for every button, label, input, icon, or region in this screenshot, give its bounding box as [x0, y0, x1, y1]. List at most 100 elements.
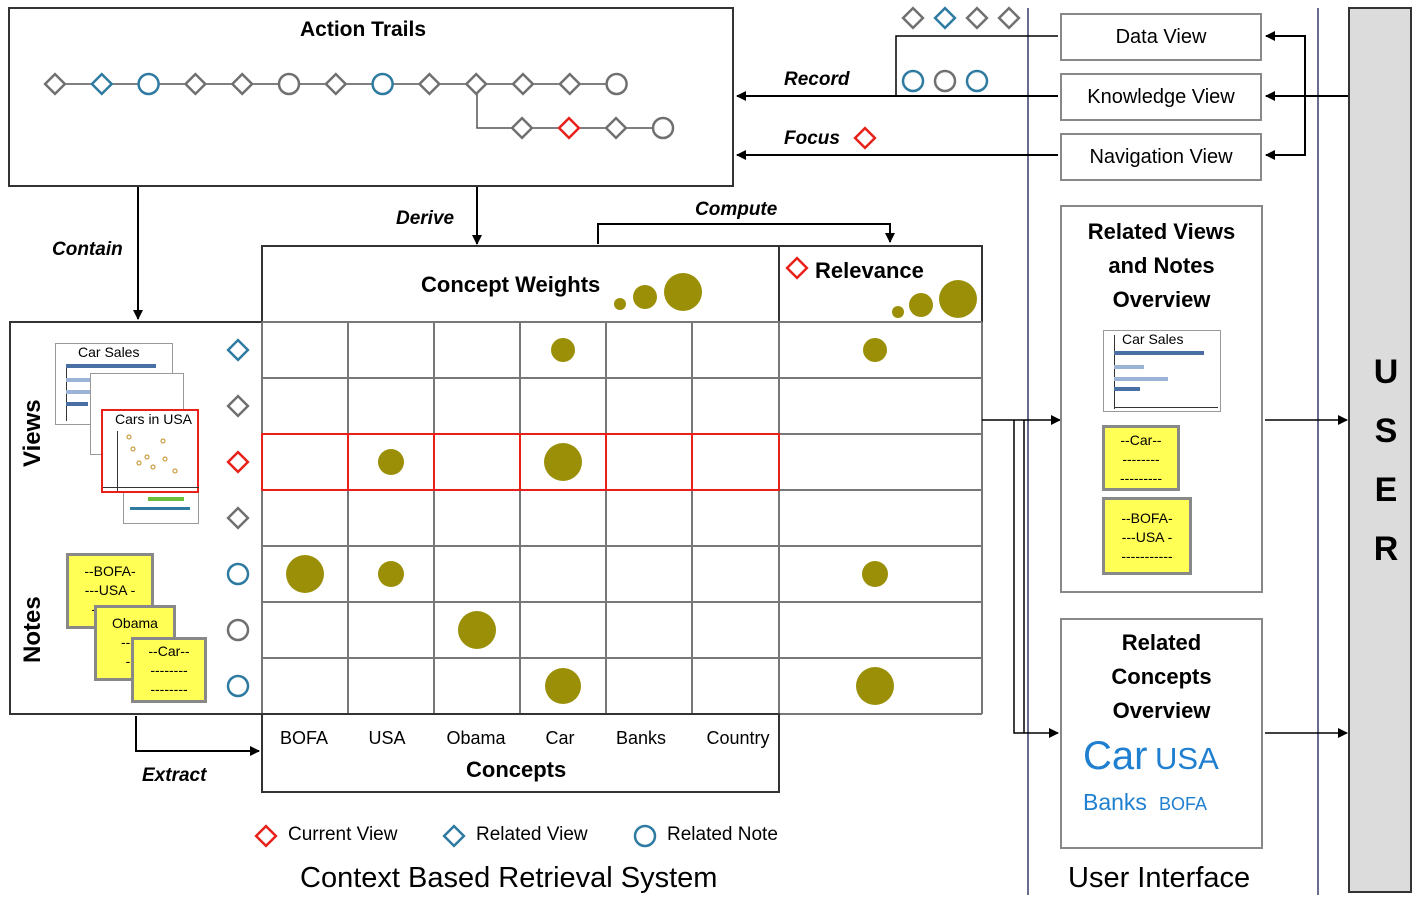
system-caption: Context Based Retrieval System: [300, 862, 718, 894]
concept-label-bofa: BOFA: [279, 728, 328, 748]
indicator-circle: [901, 69, 925, 93]
action-trails-title: Action Trails: [300, 18, 427, 41]
indicator-diamond: [997, 6, 1021, 30]
indicator-circle: [933, 69, 957, 93]
cell-weight-bubble: [286, 555, 324, 593]
navigation-view-button[interactable]: Navigation View: [1060, 133, 1262, 181]
trail-circle-node: [277, 72, 301, 96]
concept-label-car: Car: [545, 728, 575, 748]
concepts-box: [261, 713, 780, 793]
relevance-scale-bubble: [909, 293, 933, 317]
data-view-button[interactable]: Data View: [1060, 13, 1262, 61]
trail-nodes: [43, 72, 675, 140]
trail-diamond-node: [183, 72, 208, 96]
trail-branch-diamond-node: [510, 116, 534, 140]
concept-word-bofa[interactable]: BOFA: [1159, 794, 1208, 814]
related-concepts-title-1: Related: [1121, 630, 1202, 655]
row-view-marker: [226, 450, 250, 474]
trail-circle-node: [605, 72, 628, 96]
trail-diamond-node: [417, 72, 442, 96]
cell-weight-bubble: [544, 443, 582, 481]
trail-diamond-node: [511, 72, 535, 96]
history-indicators: [901, 6, 1021, 93]
legend-related-note-icon: [633, 824, 657, 848]
related-views-title-2: and Notes: [1108, 253, 1215, 278]
derive-label: Derive: [396, 208, 455, 229]
concept-word-car[interactable]: Car: [1083, 734, 1148, 778]
concept-label-country: Country: [706, 728, 770, 748]
concept-weights-title: Concept Weights: [421, 272, 601, 297]
trail-circle-node: [371, 72, 394, 96]
related-concepts-title-3: Overview: [1112, 698, 1211, 723]
row-note-marker: [226, 562, 250, 586]
row-note-marker: [226, 618, 250, 642]
cell-weight-bubble: [545, 668, 581, 704]
panel-thumb-car-sales[interactable]: Car Sales: [1103, 330, 1221, 412]
cell-weight-bubble: [862, 561, 888, 587]
related-views-title-1: Related Views: [1087, 219, 1236, 244]
focus-label: Focus: [784, 128, 840, 149]
concept-word-usa[interactable]: USA: [1155, 741, 1219, 776]
indicator-diamond: [933, 6, 957, 30]
concept-label-obama: Obama: [446, 728, 506, 748]
cell-weight-bubble: [863, 338, 887, 362]
legend-related-note: Related Note: [667, 824, 778, 845]
row-view-marker: [226, 338, 250, 362]
indicator-diamond: [965, 6, 989, 30]
trail-branch-diamond-node: [604, 116, 628, 140]
trail-branch-diamond-node: [557, 116, 581, 140]
legend-related-view-icon: [442, 824, 466, 848]
cell-weight-bubble: [378, 561, 404, 587]
highlight-cell: [433, 433, 521, 491]
indicator-diamond: [901, 6, 925, 30]
concept-word-banks[interactable]: Banks: [1083, 789, 1147, 815]
legend-related-view: Related View: [476, 824, 588, 845]
compute-label: Compute: [695, 199, 778, 220]
trail-diamond-node: [230, 72, 254, 96]
notes-group-label: Notes: [19, 596, 46, 663]
record-label: Record: [784, 69, 850, 90]
row-note-marker: [226, 674, 250, 698]
legend-current-view: Current View: [288, 824, 398, 845]
highlight-cell: [261, 433, 349, 491]
views-group-label: Views: [19, 399, 46, 467]
row-view-marker: [226, 394, 250, 418]
extract-arrow: [135, 716, 260, 756]
panel-note-car[interactable]: --Car-------------------: [1102, 425, 1180, 491]
cell-weight-bubble: [856, 667, 894, 705]
relevance-diamond-icon: [785, 256, 809, 280]
thumb-note-car: --Car------------------: [131, 637, 207, 703]
related-views-panel: Related Views and Notes Overview Car Sal…: [1060, 205, 1263, 593]
highlight-cell: [691, 433, 780, 491]
weight-scale-bubble: [664, 273, 702, 311]
row-view-marker: [226, 506, 250, 530]
concept-label-usa: USA: [368, 728, 406, 748]
focus-diamond-icon: [853, 126, 877, 150]
trail-diamond-node: [464, 72, 488, 96]
concept-matrix: [226, 245, 983, 793]
weight-scale-bubble: [633, 285, 657, 309]
trail-diamond-node: [90, 72, 114, 96]
concepts-title: Concepts: [466, 757, 567, 782]
cell-weight-bubble: [378, 449, 404, 475]
trail-diamond-node: [43, 72, 67, 96]
relevance-title: Relevance: [815, 258, 924, 283]
user-bar: [1348, 7, 1412, 893]
relevance-scale-bubble: [892, 306, 904, 318]
trail-circle-node: [137, 72, 160, 96]
cell-weight-bubble: [551, 338, 575, 362]
concept-label-banks: Banks: [615, 728, 667, 748]
legend-current-view-icon: [254, 824, 278, 848]
cell-weight-bubble: [458, 611, 496, 649]
related-concepts-title-2: Concepts: [1111, 664, 1212, 689]
panel-note-bofa[interactable]: --BOFA----USA ------------: [1102, 497, 1192, 575]
extract-label: Extract: [142, 765, 207, 786]
related-concepts-panel: Related Concepts Overview Car USA Banks …: [1060, 618, 1263, 849]
knowledge-view-button[interactable]: Knowledge View: [1060, 73, 1262, 121]
weight-scale-bubble: [614, 298, 626, 310]
related-views-title-3: Overview: [1112, 287, 1211, 312]
interface-caption: User Interface: [1068, 862, 1251, 894]
action-trails-box: [8, 7, 734, 187]
